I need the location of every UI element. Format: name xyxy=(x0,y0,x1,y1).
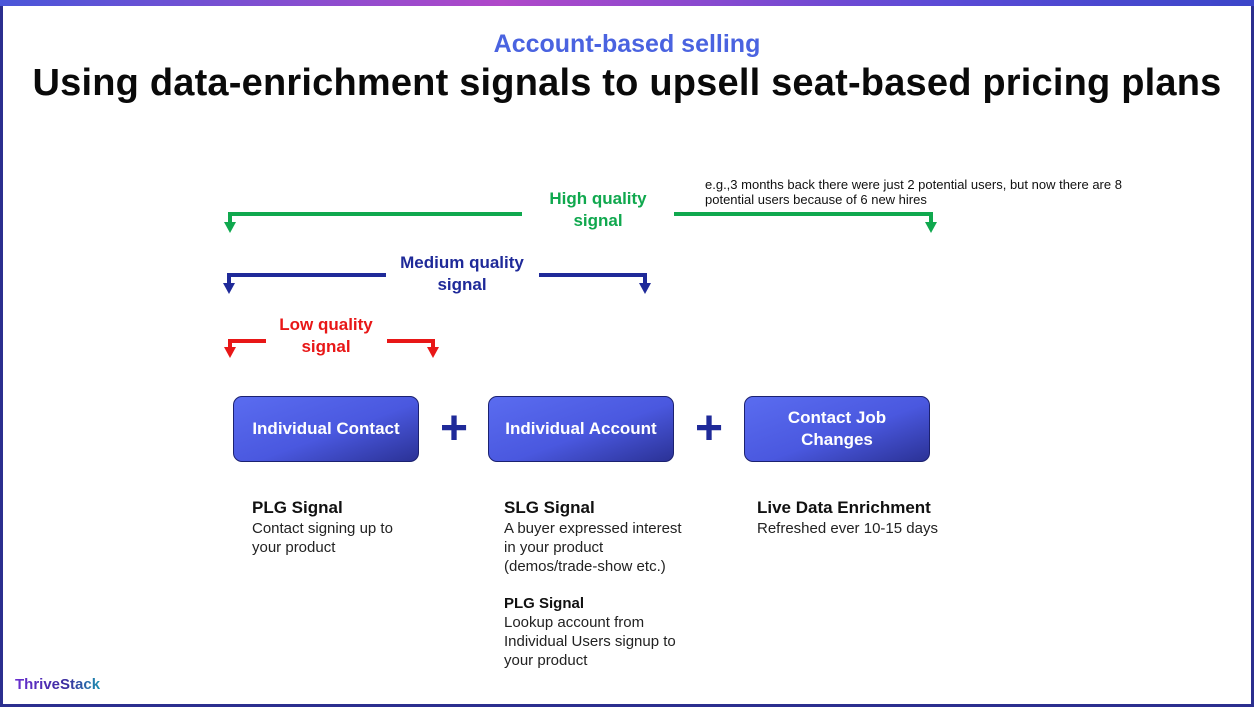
account-slg-description: A buyer expressed interest in your produ… xyxy=(504,520,682,575)
medium-quality-arrow xyxy=(227,273,647,286)
slide-title: Using data-enrichment signals to upsell … xyxy=(32,62,1222,104)
low-arrowhead-right xyxy=(427,347,439,358)
low-quality-signal-label: Low quality signal xyxy=(279,315,373,356)
high-signal-example-note: e.g.,3 months back there were just 2 pot… xyxy=(705,177,1122,207)
medium-quality-signal-label: Medium quality signal xyxy=(400,253,524,294)
contact-job-changes-box: Contact Job Changes xyxy=(744,396,930,462)
top-accent-bar xyxy=(0,0,1254,6)
job-changes-heading: Live Data Enrichment xyxy=(757,498,931,517)
individual-contact-box: Individual Contact xyxy=(233,396,419,462)
plus-icon: + xyxy=(694,402,724,455)
job-changes-description: Refreshed ever 10-15 days xyxy=(757,520,938,537)
account-plg-description: Lookup account from Individual Users sig… xyxy=(504,614,676,669)
account-plg-heading: PLG Signal xyxy=(504,595,585,612)
contact-signal-description: Contact signing up to your product xyxy=(252,520,393,556)
medium-arrowhead-right xyxy=(639,283,651,294)
high-quality-signal-label: High quality signal xyxy=(549,189,647,230)
high-arrowhead-right xyxy=(925,222,937,233)
low-arrowhead-left xyxy=(224,347,236,358)
contact-signal-heading: PLG Signal xyxy=(252,498,343,517)
thrivestack-logo: ThriveStack xyxy=(15,676,101,693)
slide-subtitle: Account-based selling xyxy=(493,30,761,58)
medium-arrowhead-left xyxy=(223,283,235,294)
high-arrowhead-left xyxy=(224,222,236,233)
individual-account-box: Individual Account xyxy=(488,396,674,462)
account-slg-heading: SLG Signal xyxy=(504,498,595,517)
plus-icon: + xyxy=(439,402,469,455)
